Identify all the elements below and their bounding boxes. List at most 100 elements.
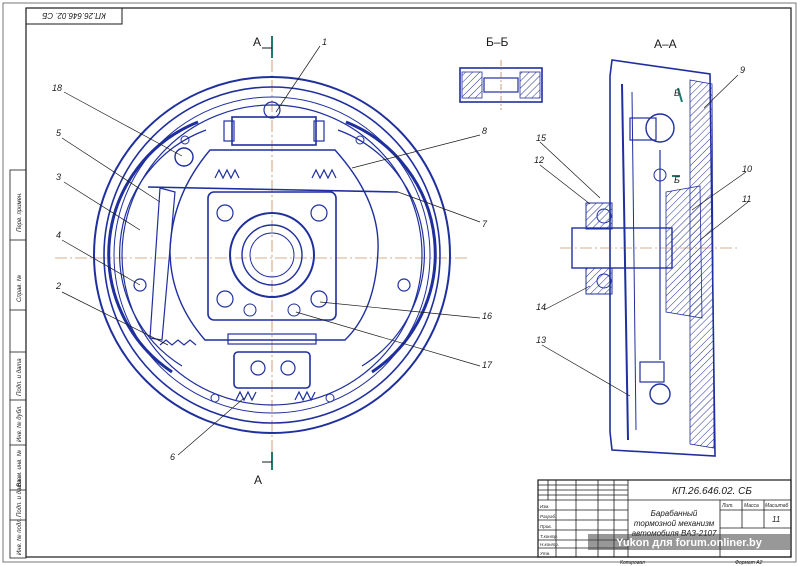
callout-9: 9 — [740, 65, 745, 75]
hub-bore-inner — [241, 224, 303, 286]
callout-10: 10 — [742, 164, 752, 174]
tb-sheet-count: 11 — [772, 515, 780, 524]
bolt-lower-mid-right — [287, 303, 301, 317]
hub-bore-core — [249, 232, 295, 278]
shoe-hold-pin-right — [397, 278, 411, 292]
tb-col-scale: Масштаб — [765, 503, 789, 509]
tb-title-1: Барабанный — [651, 509, 698, 518]
drum-outer-ring — [93, 76, 451, 434]
callout-2: 2 — [55, 281, 61, 291]
bb-hatch-left — [461, 71, 483, 99]
top-stamp-code: КП.26.646.02. СБ — [42, 11, 106, 20]
top-pin-right — [355, 135, 365, 145]
section-bb-title: Б–Б — [486, 35, 509, 49]
bottom-pin-right — [325, 393, 335, 403]
hub-bore-outer — [229, 212, 315, 298]
brake-shoe-right — [345, 120, 437, 374]
callout-17: 17 — [482, 360, 493, 370]
tb-row-izm: Изм. — [540, 504, 550, 509]
section-aa-title: А–А — [654, 37, 677, 51]
side-stamp-5: Подп. и дата — [17, 479, 23, 517]
lower-spring-right — [294, 390, 316, 402]
title-block — [537, 479, 792, 558]
aa-cylinder-body — [629, 117, 657, 141]
section-b-marker-bottom: Б — [674, 175, 680, 185]
side-stamp: Перв. примен. Справ. № Подп. и дата Инв.… — [9, 169, 27, 559]
drum-ring-2 — [103, 86, 441, 424]
cut-markers-aa: А А — [253, 35, 273, 487]
wheel-cylinder-cap-right — [313, 120, 325, 142]
section-aa: А–А Б Б — [560, 37, 740, 457]
aa-wheel-cylinder — [645, 113, 675, 143]
tb-row-nkontr: Н.контр. — [540, 542, 559, 547]
aa-drum-wall — [609, 59, 716, 457]
aa-backing-plate — [621, 83, 629, 441]
main-view — [55, 40, 470, 470]
aa-drum-hatch — [689, 79, 715, 449]
tb-row-tkontr: Т.контр. — [540, 534, 558, 539]
callout-8: 8 — [482, 126, 487, 136]
title-block-text: КП.26.646.02. СБ Барабанный тормозной ме… — [540, 486, 789, 566]
wheel-cylinder-cap-left — [223, 120, 235, 142]
watermark-text: Yukon для forum.onliner.by — [616, 537, 763, 549]
tb-row-prov: Пров. — [540, 524, 552, 529]
upper-spring-left — [214, 168, 240, 180]
callout-13: 13 — [536, 335, 546, 345]
bolt-top-left — [216, 204, 234, 222]
top-pin-left — [180, 135, 190, 145]
aa-hub-hatch — [665, 185, 703, 319]
adjuster-18 — [174, 147, 194, 167]
tb-title-3: автомобиля ВАЗ-2107 — [632, 529, 717, 538]
tb-row-utv: Утв. — [540, 551, 550, 556]
lower-anchor-block — [233, 351, 311, 389]
section-a-top-label: А — [253, 35, 261, 49]
aa-bearing-bottom — [585, 267, 613, 295]
bleeder-fitting — [263, 101, 281, 119]
section-b-marker-top: Б — [674, 88, 680, 98]
aa-backing-plate-inner — [631, 91, 637, 431]
aa-bearing-top — [585, 202, 613, 230]
shoe-hold-pin-left — [133, 278, 147, 292]
top-stamp-box: КП.26.646.02. СБ — [25, 7, 123, 25]
wheel-cylinder — [231, 116, 317, 146]
callout-11: 11 — [742, 194, 751, 204]
callout-15: 15 — [536, 133, 547, 143]
side-stamp-4: Взам. инв. № — [16, 449, 23, 487]
callout-12: 12 — [534, 155, 544, 165]
callout-labels: 1 2 3 4 5 6 7 8 9 10 11 12 13 14 15 16 1… — [52, 37, 752, 462]
brake-shoe-left — [107, 120, 199, 374]
callout-5: 5 — [56, 128, 62, 138]
brake-shoe-right-inner — [337, 129, 425, 367]
tb-row-razrab: Разраб. — [540, 514, 556, 519]
watermark: Yukon для forum.onliner.by — [588, 534, 790, 550]
strut-bar — [147, 186, 399, 193]
aa-lower-block — [639, 361, 665, 383]
drum-ring-3 — [113, 96, 431, 414]
anchor-pin-right — [280, 360, 296, 376]
callout-16: 16 — [482, 311, 492, 321]
tb-format: Формат А2 — [735, 560, 763, 566]
section-a-bottom-label: А — [254, 473, 262, 487]
lower-spring-left — [235, 390, 257, 402]
tb-code: КП.26.646.02. СБ — [672, 486, 752, 497]
callout-14: 14 — [536, 302, 546, 312]
upper-spring-right — [311, 168, 337, 180]
callout-18: 18 — [52, 83, 62, 93]
side-stamp-2: Подп. и дата — [17, 358, 23, 396]
leaders — [61, 45, 749, 456]
side-stamp-3: Инв. № дубл. — [16, 405, 23, 442]
tb-title-2: тормозной механизм — [634, 519, 715, 528]
tb-col-mass: Масса — [744, 503, 759, 509]
drum-ring-4 — [121, 104, 423, 406]
bottom-pin-left — [210, 393, 220, 403]
bolt-lower-mid-left — [243, 303, 257, 317]
bolt-bottom-right — [310, 290, 328, 308]
tb-copied: Копировал — [620, 560, 645, 566]
parking-lever — [149, 187, 176, 341]
callout-7: 7 — [482, 219, 488, 229]
callout-6: 6 — [170, 452, 175, 462]
anchor-pin-left — [250, 360, 266, 376]
bolt-bottom-left — [216, 290, 234, 308]
